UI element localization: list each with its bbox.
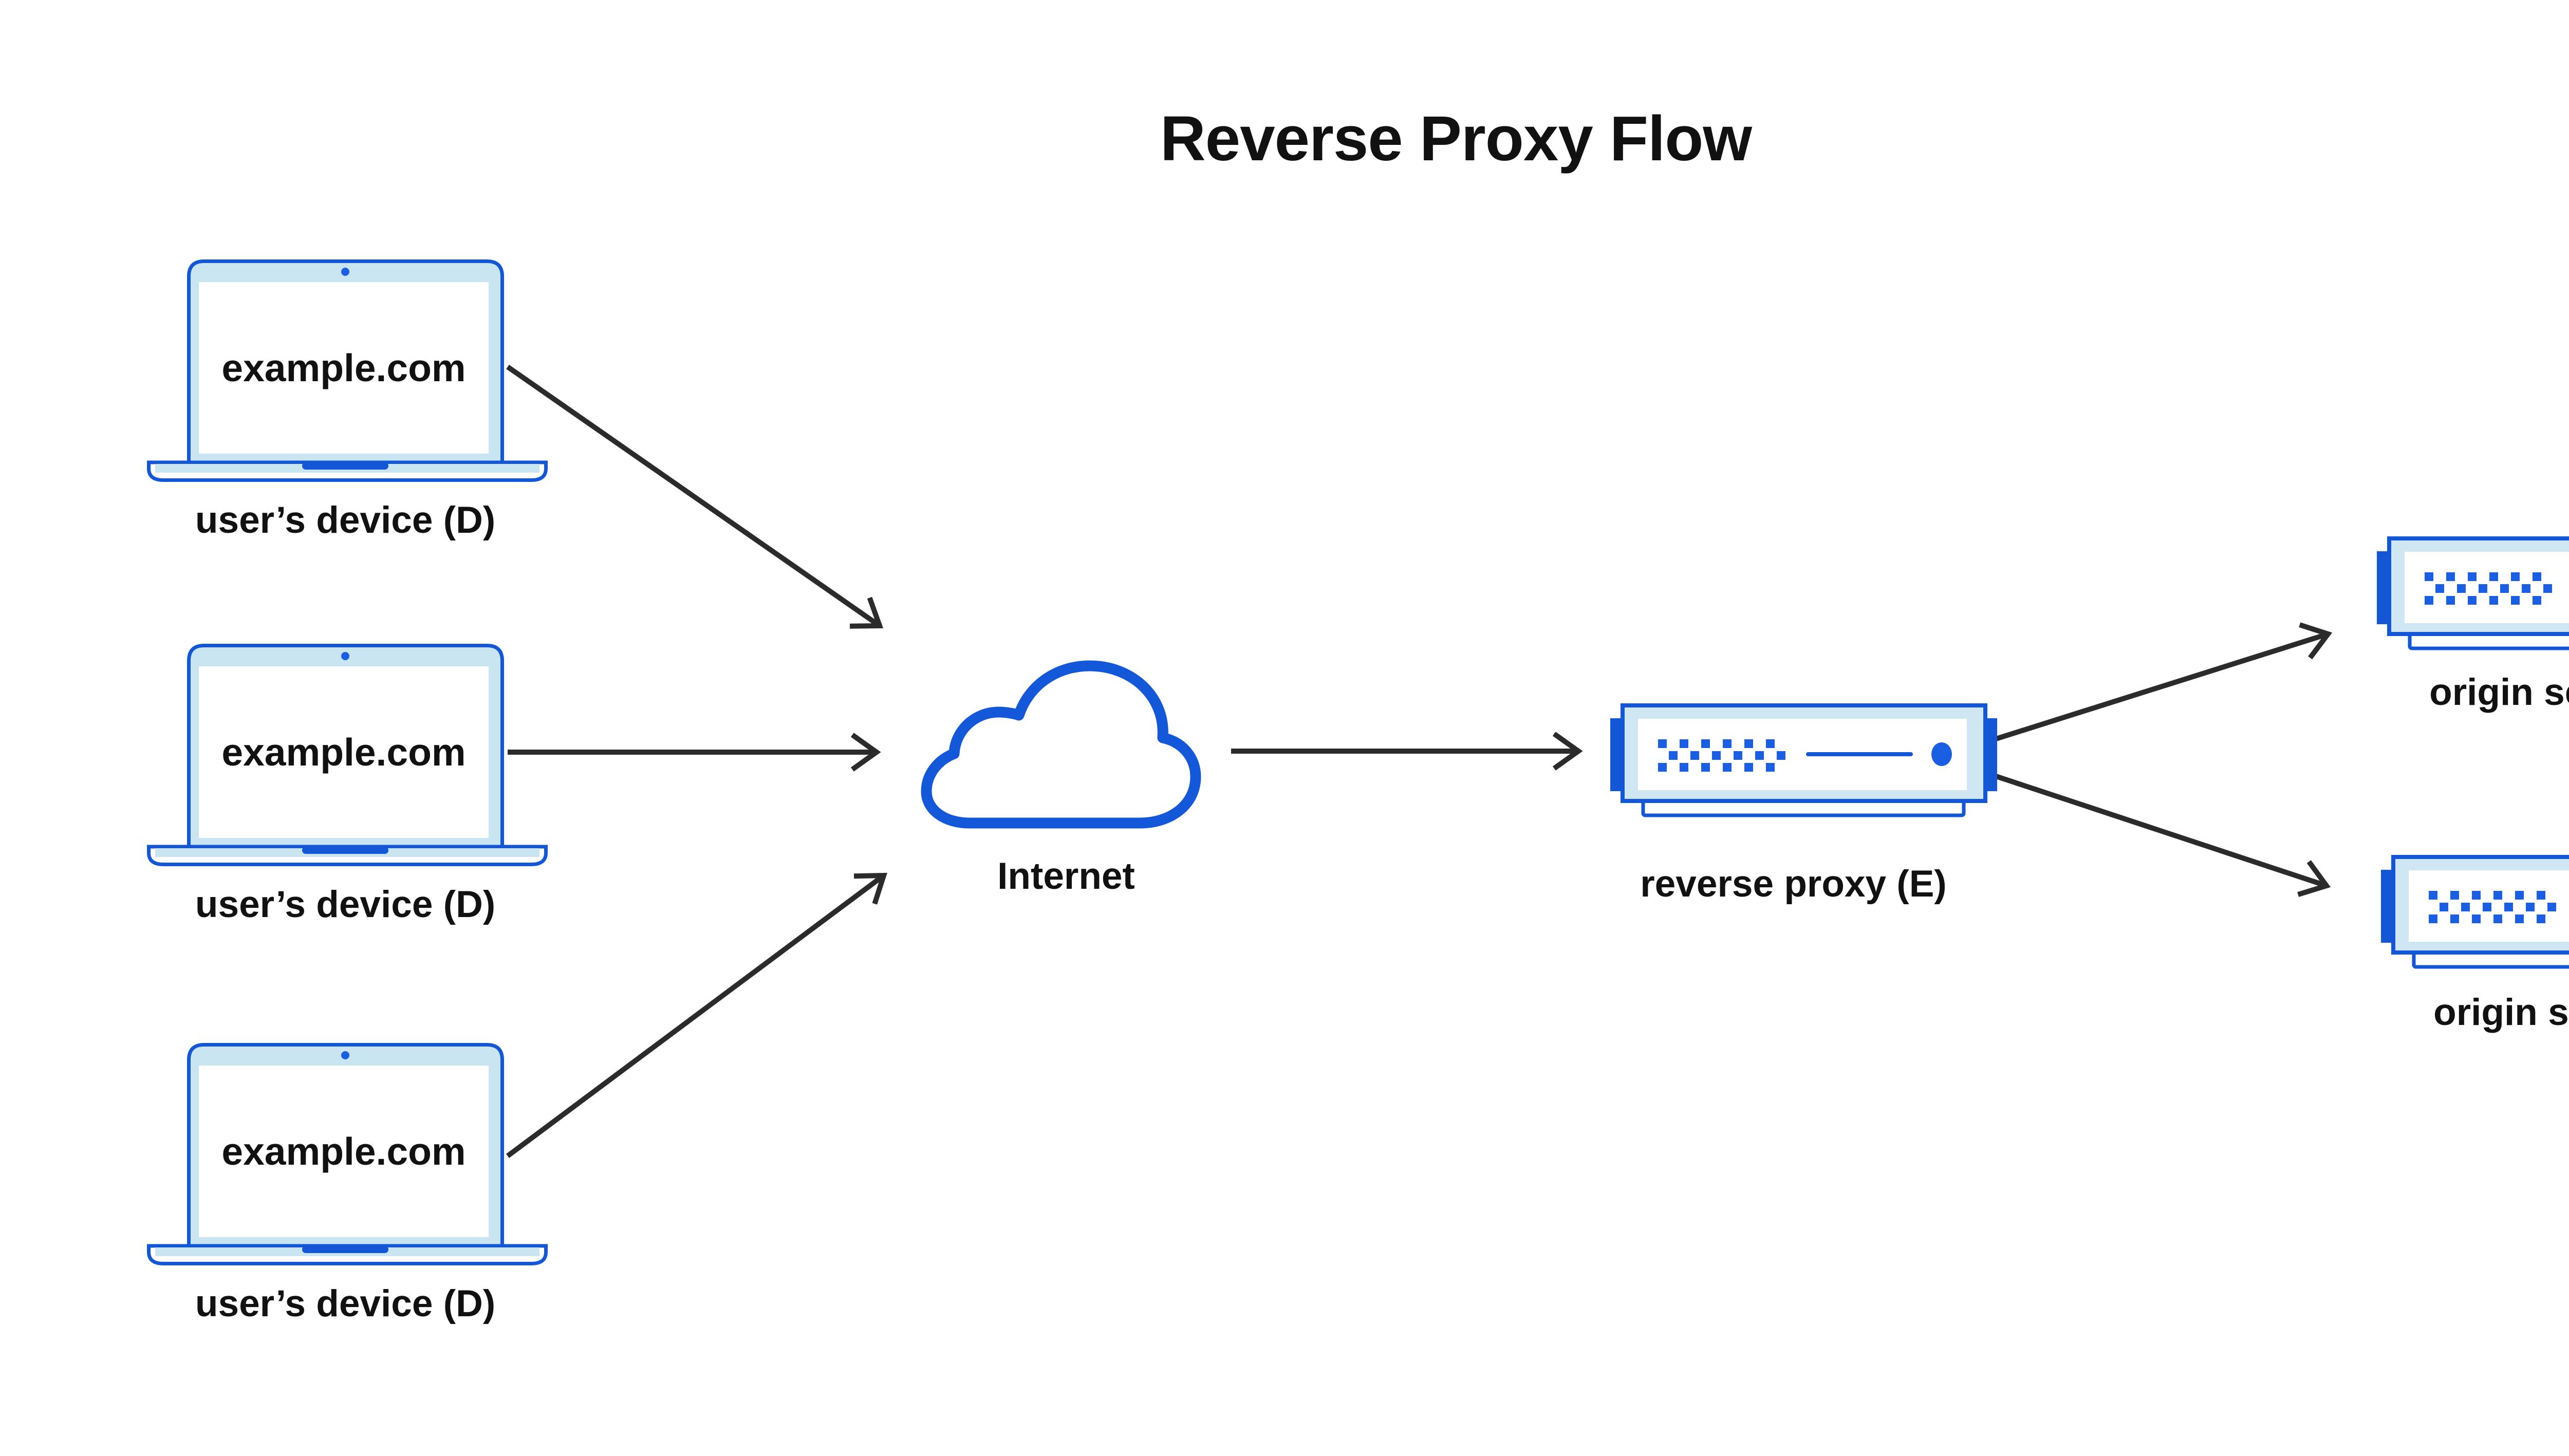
device-screen-url: example.com — [221, 346, 466, 389]
user-device-label-2: user’s device (D) — [195, 884, 496, 925]
origin-server-icon — [2377, 536, 2569, 655]
reverse-proxy-server-icon — [1610, 703, 1997, 822]
origin-server-node-1 — [2377, 536, 2569, 657]
internet-node — [914, 648, 1217, 841]
reverse-proxy-node — [1610, 703, 1997, 824]
flow-arrow-device-1-to-internet — [506, 364, 884, 629]
cloud-icon — [921, 660, 1201, 829]
internet-label: Internet — [997, 855, 1135, 897]
origin-server-label-2: origin server (F) — [2433, 992, 2569, 1033]
origin-server-icon — [2381, 855, 2569, 973]
flow-arrow-reverse-proxy-to-origin-1 — [1995, 622, 2333, 741]
flow-arrow-device-3-to-internet — [506, 872, 887, 1159]
flow-arrow-internet-to-reverse-proxy — [1231, 732, 1583, 771]
flow-arrow-device-2-to-internet — [508, 733, 881, 772]
user-device-label-1: user’s device (D) — [195, 499, 496, 541]
device-screen-url: example.com — [221, 1130, 466, 1173]
user-device-node-3: example.com — [147, 1043, 548, 1268]
origin-server-node-2 — [2381, 855, 2569, 976]
origin-server-label-1: origin server (F) — [2429, 671, 2569, 713]
device-screen-url: example.com — [221, 731, 466, 774]
flow-arrow-reverse-proxy-to-origin-2 — [1995, 774, 2331, 897]
user-device-node-2: example.com — [147, 644, 548, 869]
diagram-title: Reverse Proxy Flow — [1160, 104, 1752, 174]
user-device-node-1: example.com — [147, 259, 548, 484]
user-device-label-3: user’s device (D) — [195, 1283, 496, 1324]
reverse-proxy-label: reverse proxy (E) — [1640, 863, 1947, 905]
